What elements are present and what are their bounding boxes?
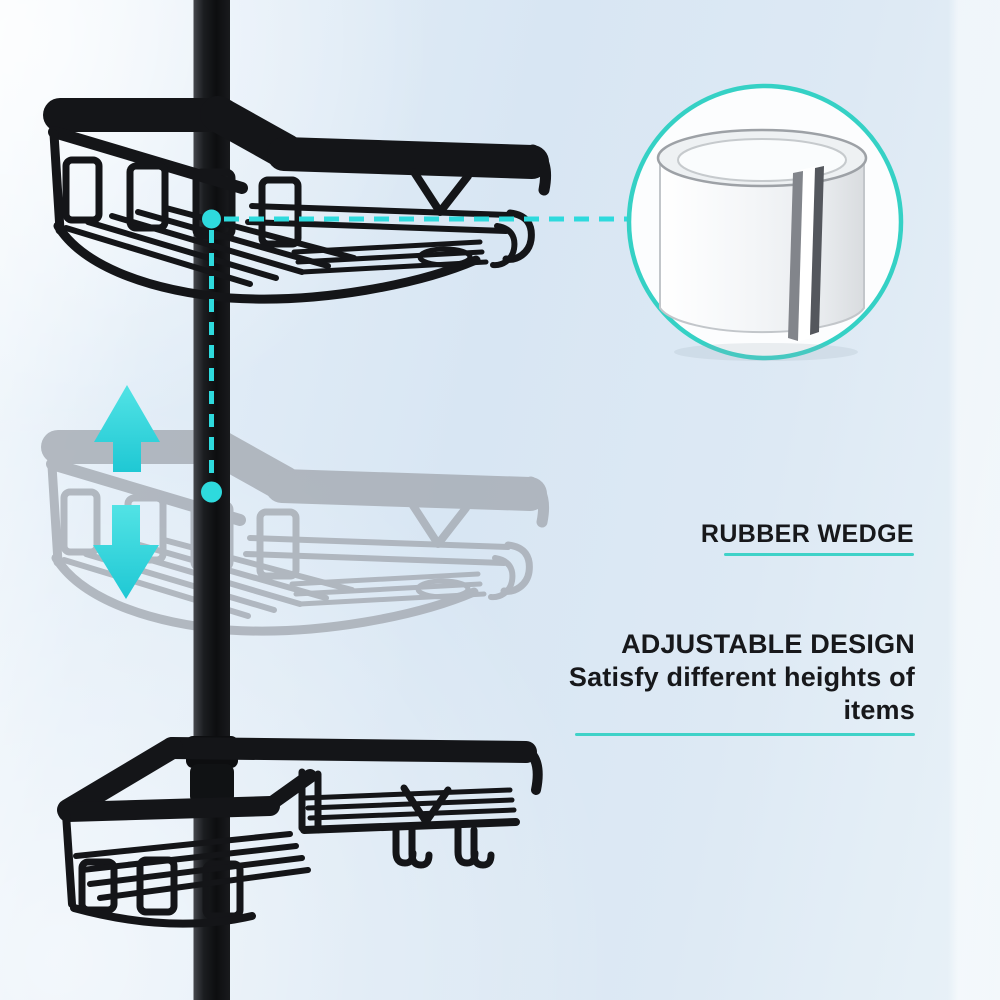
zoom-circle-inset: [626, 83, 904, 361]
pole-sleeve: [190, 764, 234, 804]
down-arrow-icon: [93, 505, 159, 599]
rubber-wedge-label: RUBBER WEDGE: [700, 520, 914, 548]
teal-underline: [724, 552, 914, 556]
background-light-strip: [948, 0, 1000, 1000]
rubber-wedge-illustration: [656, 128, 868, 361]
anchor-dot-icon: [201, 481, 222, 503]
rubber-wedge-label-block: RUBBER WEDGE: [554, 520, 914, 556]
anchor-dot-icon: [202, 209, 221, 229]
adjustable-design-subtitle: Satisfy different heights of items: [568, 661, 915, 725]
teal-underline: [575, 732, 915, 736]
callout-connectors: [201, 209, 629, 503]
top-basket: [54, 114, 546, 299]
up-arrow-icon: [94, 385, 160, 472]
bottom-basket: [57, 737, 543, 928]
adjustable-design-title: ADJUSTABLE DESIGN: [621, 629, 915, 659]
adjustable-design-label-block: ADJUSTABLE DESIGN Satisfy different heig…: [495, 628, 915, 736]
